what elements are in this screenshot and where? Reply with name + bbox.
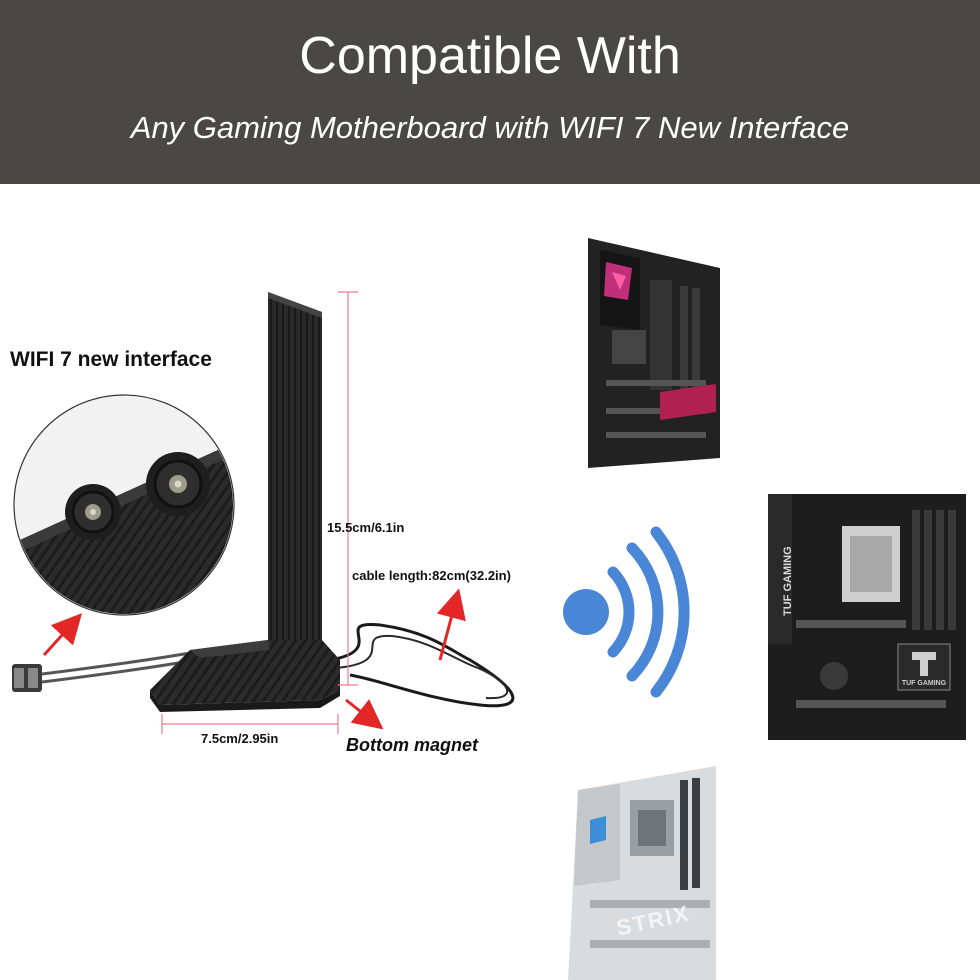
- wifi-signal-icon: [563, 526, 690, 698]
- interface-label: WIFI 7 new interface: [10, 348, 212, 371]
- bottom-magnet-label: Bottom magnet: [346, 735, 478, 755]
- cable-length-label: cable length:82cm(32.2in): [352, 568, 511, 583]
- motherboard-tuf: [768, 494, 966, 740]
- header-banner: Compatible With Any Gaming Motherboard w…: [0, 0, 980, 184]
- connector-zoom: [13, 394, 235, 616]
- dimension-lines: [161, 291, 358, 734]
- width-dimension-label: 7.5cm/2.95in: [201, 731, 279, 746]
- board-label-tuf-side: TUF GAMING: [782, 546, 794, 616]
- page-title: Compatible With: [299, 27, 681, 85]
- board-label-tuf-badge: TUF GAMING: [901, 680, 947, 687]
- arrow-icon: [42, 588, 466, 730]
- wifi-antenna: [150, 292, 340, 712]
- motherboard-rog-strix-white: [568, 766, 716, 980]
- page-subtitle: Any Gaming Motherboard with WIFI 7 New I…: [130, 110, 850, 145]
- height-dimension-label: 15.5cm/6.1in: [327, 520, 405, 535]
- motherboard-rog: [588, 238, 720, 468]
